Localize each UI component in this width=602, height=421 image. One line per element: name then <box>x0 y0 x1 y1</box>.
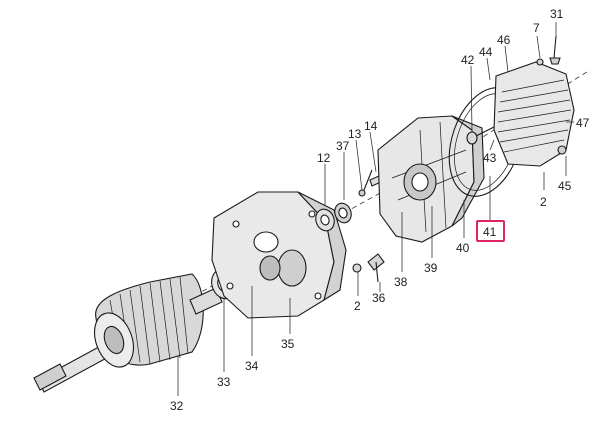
part-label-46[interactable]: 46 <box>497 33 511 47</box>
armature-rotor-drawing <box>33 273 223 393</box>
part-label-37[interactable]: 37 <box>336 139 350 153</box>
part-label-7[interactable]: 7 <box>533 21 540 35</box>
end-cover-drawing <box>493 61 575 167</box>
part-label-39[interactable]: 39 <box>424 261 438 275</box>
part-label-47[interactable]: 47 <box>576 116 590 130</box>
part-label-12[interactable]: 12 <box>317 151 331 165</box>
part-labels: 31 7 46 44 42 47 43 45 2 41 40 39 38 14 … <box>170 7 590 413</box>
part-label-38[interactable]: 38 <box>394 275 408 289</box>
part-label-41[interactable]: 41 <box>483 225 497 239</box>
part-label-43[interactable]: 43 <box>483 151 497 165</box>
part-label-2-lower[interactable]: 2 <box>354 299 361 313</box>
part-label-44[interactable]: 44 <box>479 45 493 59</box>
part-label-36[interactable]: 36 <box>372 291 386 305</box>
part-label-31[interactable]: 31 <box>550 7 564 21</box>
part-label-14[interactable]: 14 <box>364 119 378 133</box>
part-label-35[interactable]: 35 <box>281 337 295 351</box>
part-label-45[interactable]: 45 <box>558 179 572 193</box>
part-label-13[interactable]: 13 <box>348 127 362 141</box>
leader-lines <box>177 22 574 396</box>
part-label-34[interactable]: 34 <box>245 359 259 373</box>
part-label-42[interactable]: 42 <box>461 53 475 67</box>
bushing-pair-drawing <box>315 202 352 232</box>
top-screw-drawing <box>536 35 561 66</box>
part-label-33[interactable]: 33 <box>217 375 231 389</box>
highlight-box-41 <box>476 220 505 242</box>
screw-36-drawing <box>367 253 385 283</box>
part-label-32[interactable]: 32 <box>170 399 184 413</box>
nut-2-lower-drawing <box>352 263 362 273</box>
part-label-40[interactable]: 40 <box>456 241 470 255</box>
part-label-2-upper[interactable]: 2 <box>540 195 547 209</box>
